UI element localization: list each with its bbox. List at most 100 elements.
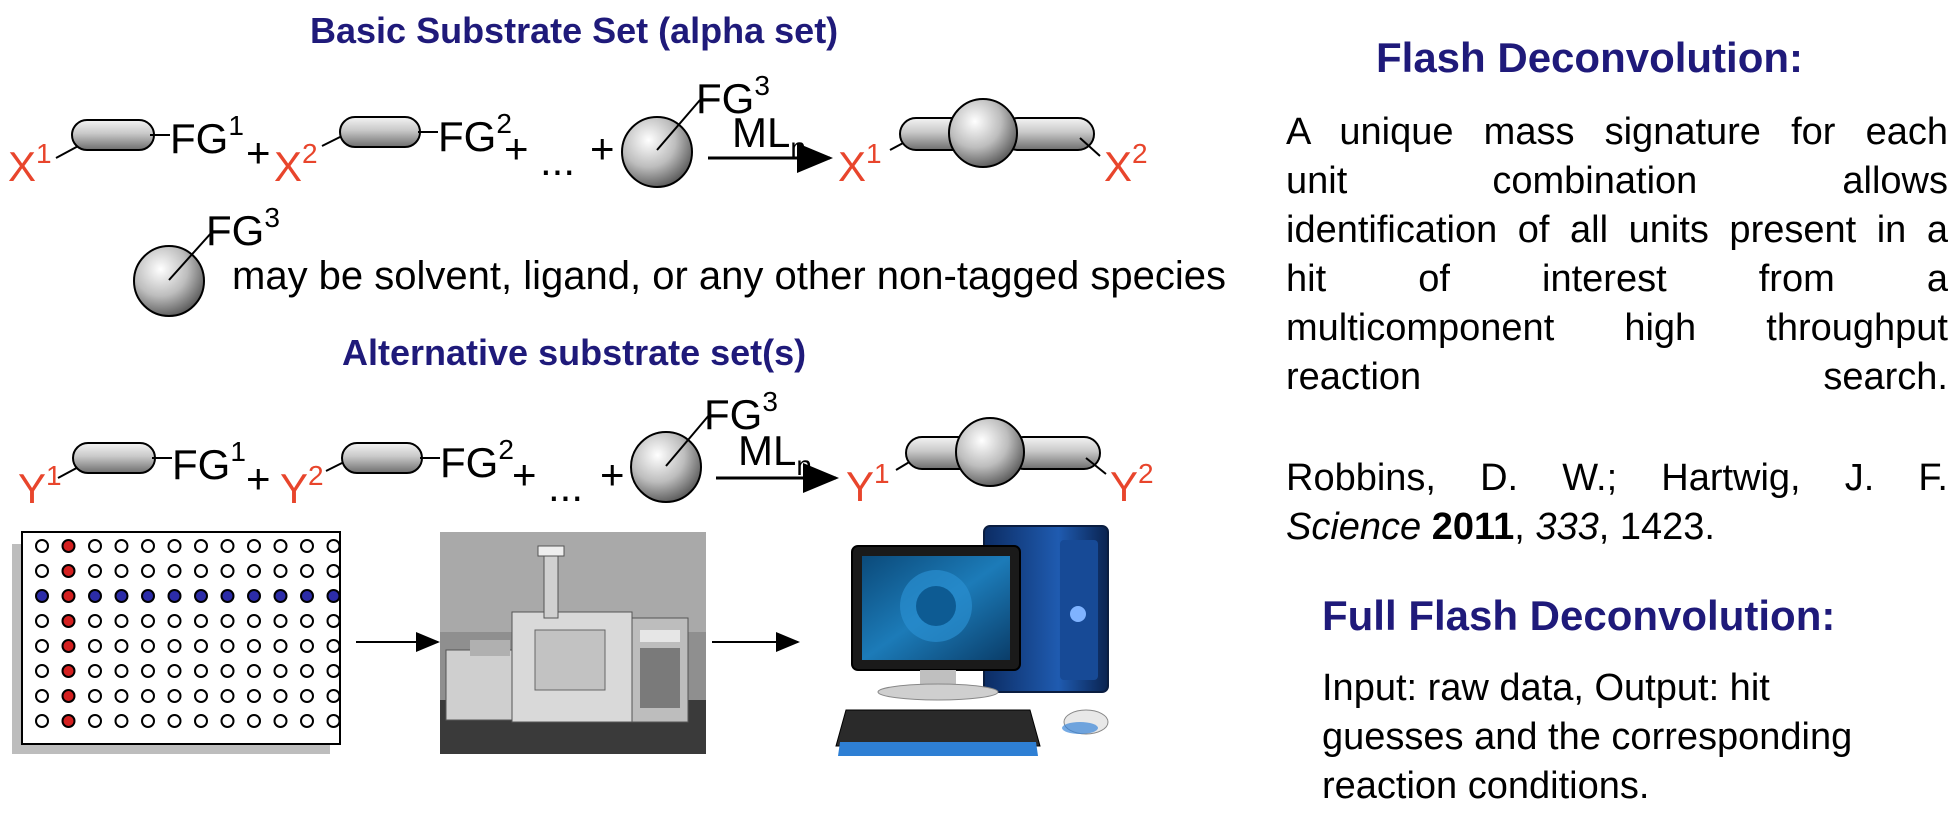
well — [273, 714, 288, 728]
citation: Robbins, D. W.; Hartwig, J. F. Science 2… — [1286, 454, 1948, 552]
well — [88, 564, 102, 578]
well — [88, 664, 102, 678]
alt-ellipsis: ... — [548, 463, 584, 510]
well — [167, 639, 182, 653]
alt-substrate-2 — [325, 442, 440, 474]
well — [35, 539, 49, 553]
flash-deconvolution-title: Flash Deconvolution: — [1376, 34, 1804, 81]
well — [326, 589, 341, 603]
flash-line: multicomponent high throughput — [1286, 307, 1948, 349]
well — [35, 639, 49, 653]
well — [61, 589, 76, 603]
well — [35, 689, 49, 703]
well-plate — [12, 531, 341, 754]
well — [61, 539, 76, 553]
computer-icon — [835, 525, 1109, 756]
well — [273, 664, 288, 678]
alpha-fg1-label: FG1 — [170, 110, 244, 162]
untagged-species-sphere — [133, 231, 213, 317]
well — [326, 564, 341, 578]
well — [220, 564, 235, 578]
well — [35, 614, 49, 628]
well — [300, 589, 314, 603]
flash-description: A unique mass signature for each unit co… — [1286, 108, 1948, 402]
well — [35, 589, 49, 603]
full-flash-deconvolution-title: Full Flash Deconvolution: — [1322, 592, 1836, 639]
well — [194, 539, 208, 553]
alpha-product-x2-label: X2 — [1104, 138, 1148, 190]
well — [247, 689, 261, 703]
alpha-substrate-1 — [55, 119, 170, 159]
citation-volume: 333 — [1535, 506, 1599, 548]
well — [273, 564, 288, 578]
alternative-set-heading: Alternative substrate set(s) — [342, 332, 807, 373]
citation-reference: Science 2011, 333, 1423. — [1286, 506, 1715, 548]
alt-plus-1: + — [246, 455, 271, 502]
well — [167, 539, 182, 553]
well — [194, 564, 208, 578]
well — [300, 564, 314, 578]
alpha-plus-1: + — [246, 129, 271, 176]
alpha-fg2-label: FG2 — [438, 108, 512, 160]
alpha-set-heading: Basic Substrate Set (alpha set) — [310, 10, 839, 51]
alt-product-y2-label: Y2 — [1110, 458, 1154, 510]
well — [326, 714, 341, 728]
flash-line: hit of interest from a — [1286, 258, 1948, 300]
well — [141, 539, 155, 553]
well — [194, 714, 208, 728]
flash-line: unit combination allows — [1286, 160, 1948, 202]
full-line: Input: raw data, Output: hit — [1322, 667, 1770, 709]
full-line: reaction conditions. — [1322, 765, 1650, 807]
alt-fg3-label: FG3 — [704, 386, 778, 438]
alt-sphere-reagent — [630, 413, 711, 503]
untagged-species-note: may be solvent, ligand, or any other non… — [232, 254, 1226, 298]
well — [300, 664, 314, 678]
gcms-instrument-photo — [440, 532, 706, 754]
well — [326, 689, 341, 703]
alt-fg2-label: FG2 — [440, 434, 514, 486]
well — [114, 664, 129, 678]
well — [326, 614, 341, 628]
well — [141, 664, 155, 678]
well — [114, 614, 129, 628]
well — [167, 614, 182, 628]
alpha-product — [889, 98, 1101, 168]
alpha-product-x1-label: X1 — [838, 138, 882, 190]
alt-y1-label: Y1 — [18, 460, 62, 512]
alt-y2-label: Y2 — [280, 460, 324, 512]
well — [114, 639, 129, 653]
well — [194, 589, 208, 603]
well — [88, 589, 102, 603]
alpha-x1-label: X1 — [8, 138, 52, 190]
well — [220, 664, 235, 678]
well — [114, 714, 129, 728]
well — [300, 714, 314, 728]
well — [88, 539, 102, 553]
alpha-catalyst-label: MLn — [732, 109, 806, 163]
well — [35, 664, 49, 678]
well — [167, 714, 182, 728]
well — [114, 689, 129, 703]
well — [114, 564, 129, 578]
flash-line: reaction search. — [1286, 356, 1948, 398]
well — [300, 689, 314, 703]
well — [35, 564, 49, 578]
alt-plus-2: + — [512, 451, 537, 498]
well — [220, 539, 235, 553]
citation-authors: Robbins, D. W.; Hartwig, J. F. — [1286, 457, 1948, 499]
well — [35, 714, 49, 728]
well — [247, 589, 261, 603]
alpha-ellipsis: ... — [540, 137, 576, 184]
full-flash-description: Input: raw data, Output: hit guesses and… — [1322, 664, 1852, 811]
alt-fg1-label: FG1 — [172, 436, 246, 488]
well — [167, 689, 182, 703]
well — [247, 639, 261, 653]
well — [220, 639, 235, 653]
alt-plus-3: + — [600, 451, 625, 498]
well — [300, 639, 314, 653]
well — [88, 639, 102, 653]
well — [273, 539, 288, 553]
well — [141, 689, 155, 703]
citation-year: 2011 — [1431, 506, 1515, 548]
